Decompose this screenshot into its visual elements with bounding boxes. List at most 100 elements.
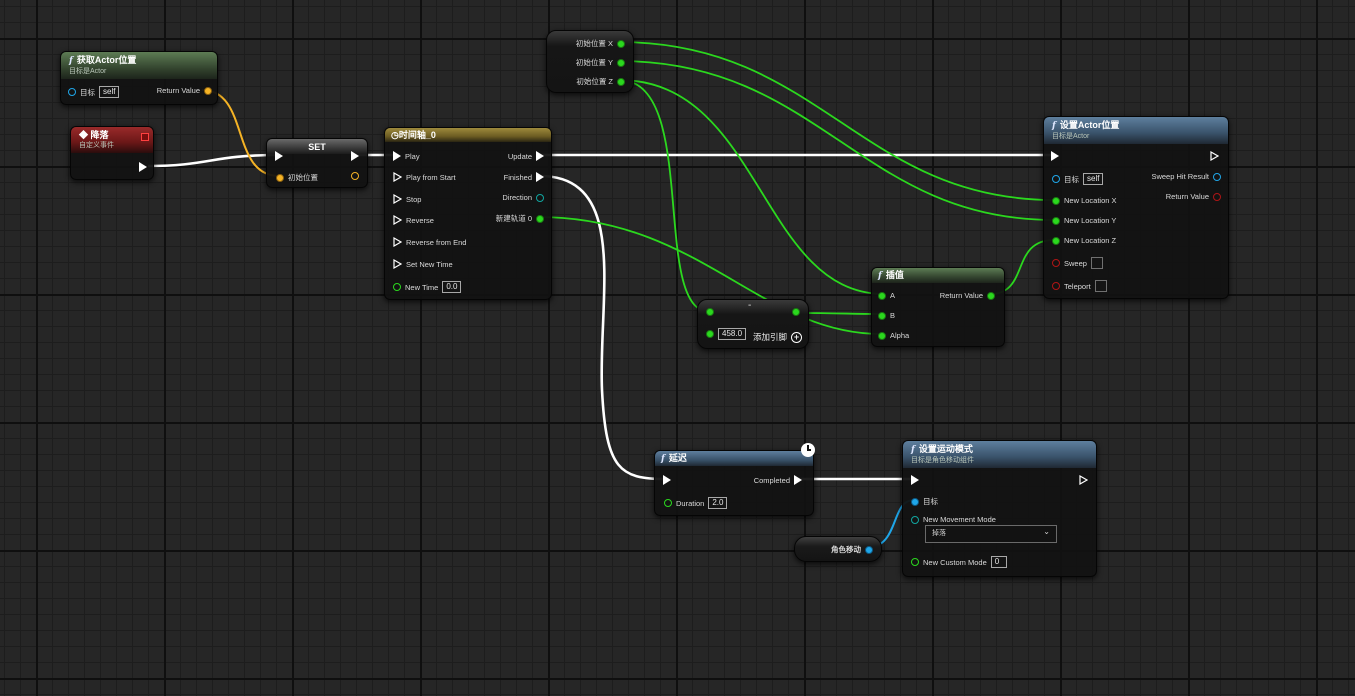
new-location-y-label: New Location Y bbox=[1064, 216, 1117, 225]
delegate-pin[interactable] bbox=[141, 133, 149, 141]
var-in-pin[interactable] bbox=[276, 173, 284, 182]
break-x-pin[interactable] bbox=[617, 39, 625, 48]
function-icon: f bbox=[661, 454, 665, 464]
return-value-pin[interactable] bbox=[204, 86, 212, 95]
lerp-a-pin[interactable] bbox=[878, 291, 886, 300]
update-label: Update bbox=[507, 151, 532, 161]
break-z-label: 初始位置 Z bbox=[576, 77, 613, 86]
subtract-out-pin[interactable] bbox=[792, 308, 800, 316]
teleport-pin[interactable] bbox=[1052, 282, 1060, 290]
target-pin[interactable] bbox=[68, 88, 76, 96]
custom-mode-field[interactable]: 0 bbox=[990, 556, 1007, 568]
float-wire bbox=[796, 312, 882, 315]
sweep-checkbox[interactable] bbox=[1090, 257, 1103, 269]
return-value-pin[interactable] bbox=[1213, 192, 1221, 201]
node-header: ◆ 降落 自定义事件 bbox=[71, 127, 153, 153]
exec-in-pin[interactable] bbox=[1051, 151, 1059, 161]
play-pin[interactable] bbox=[393, 151, 401, 161]
node-subtitle: 目标是Actor bbox=[1052, 133, 1090, 140]
sweep-hit-result-pin[interactable] bbox=[1213, 172, 1221, 181]
exec-out-pin[interactable] bbox=[1079, 474, 1089, 486]
subtract-b-field[interactable]: 458.0 bbox=[718, 328, 747, 340]
node-subtitle: 目标是Actor bbox=[69, 68, 107, 75]
reverse-pin[interactable] bbox=[393, 214, 403, 226]
lerp-a-label: A bbox=[890, 291, 896, 300]
finished-pin[interactable] bbox=[536, 172, 544, 182]
chevron-down-icon: ⌄ bbox=[1043, 527, 1050, 536]
target-value-field[interactable]: self bbox=[1083, 173, 1104, 185]
timeline-node[interactable]: ◷时间轴_0 Play Play from Start Stop Reverse… bbox=[384, 127, 552, 300]
exec-in-pin[interactable] bbox=[275, 151, 283, 161]
new-time-field[interactable]: 0.0 bbox=[442, 281, 462, 293]
character-movement-pin[interactable] bbox=[865, 545, 873, 554]
direction-label: Direction bbox=[502, 193, 532, 202]
character-movement-label: 角色移动 bbox=[831, 545, 861, 554]
new-location-z-pin[interactable] bbox=[1052, 236, 1060, 245]
node-title: 降落 bbox=[90, 130, 109, 140]
exec-in-pin[interactable] bbox=[911, 475, 919, 485]
lerp-b-pin[interactable] bbox=[878, 311, 886, 320]
exec-in-pin[interactable] bbox=[663, 475, 671, 485]
subtract-b-pin[interactable] bbox=[706, 330, 714, 338]
play-from-start-pin[interactable] bbox=[393, 171, 403, 183]
float-wire bbox=[618, 41, 1055, 201]
set-variable-node[interactable]: SET 初始位置 bbox=[266, 138, 368, 188]
reverse-from-end-pin[interactable] bbox=[393, 236, 403, 248]
completed-pin[interactable] bbox=[794, 475, 802, 485]
target-pin[interactable] bbox=[911, 497, 919, 506]
add-pin-button[interactable]: 添加引脚 + bbox=[753, 331, 803, 343]
subtract-a-pin[interactable] bbox=[706, 308, 714, 316]
node-title: 设置Actor位置 bbox=[1059, 120, 1120, 130]
node-header: SET bbox=[267, 139, 367, 154]
update-pin[interactable] bbox=[536, 151, 544, 161]
movement-mode-pin[interactable] bbox=[911, 515, 919, 524]
character-movement-node[interactable]: 角色移动 bbox=[794, 536, 882, 562]
break-y-pin[interactable] bbox=[617, 58, 625, 67]
exec-out-pin[interactable] bbox=[1210, 150, 1220, 162]
duration-field[interactable]: 2.0 bbox=[708, 497, 728, 509]
new-location-x-pin[interactable] bbox=[1052, 196, 1060, 205]
subtract-node[interactable]: - 458.0 添加引脚 + bbox=[697, 299, 809, 349]
custom-mode-pin[interactable] bbox=[911, 558, 919, 566]
add-pin-label: 添加引脚 bbox=[753, 332, 788, 342]
break-z-pin[interactable] bbox=[617, 77, 625, 86]
exec-out-pin[interactable] bbox=[351, 151, 359, 161]
set-new-time-pin[interactable] bbox=[393, 258, 403, 270]
lerp-alpha-pin[interactable] bbox=[878, 331, 886, 340]
new-time-pin[interactable] bbox=[393, 283, 401, 291]
return-value-label: Return Value bbox=[156, 86, 200, 95]
duration-pin[interactable] bbox=[664, 499, 672, 507]
target-value-field[interactable]: self bbox=[99, 86, 120, 98]
track-label: 新建轨道 0 bbox=[495, 214, 532, 223]
new-location-y-pin[interactable] bbox=[1052, 216, 1060, 225]
target-pin[interactable] bbox=[1052, 175, 1060, 183]
break-vector-node[interactable]: 初始位置 X 初始位置 Y 初始位置 Z bbox=[546, 30, 634, 93]
landed-event-node[interactable]: ◆ 降落 自定义事件 bbox=[70, 126, 154, 180]
lerp-return-pin[interactable] bbox=[987, 291, 995, 300]
function-icon: f bbox=[878, 271, 882, 281]
exec-out-pin[interactable] bbox=[139, 162, 147, 172]
target-label: 目标 bbox=[923, 497, 938, 506]
var-out-pin[interactable] bbox=[351, 172, 359, 180]
node-title: 延迟 bbox=[668, 453, 687, 463]
clock-icon bbox=[801, 443, 815, 457]
track-pin[interactable] bbox=[536, 214, 544, 223]
play-from-start-label: Play from Start bbox=[406, 172, 456, 182]
node-subtitle: 自定义事件 bbox=[79, 142, 114, 149]
movement-mode-dropdown[interactable]: 掉落 ⌄ bbox=[925, 525, 1057, 543]
sweep-pin[interactable] bbox=[1052, 259, 1060, 267]
duration-label: Duration bbox=[676, 498, 705, 508]
clock-small-icon: ◷ bbox=[391, 130, 399, 140]
teleport-checkbox[interactable] bbox=[1094, 280, 1107, 292]
direction-pin[interactable] bbox=[536, 193, 544, 202]
stop-pin[interactable] bbox=[393, 193, 403, 205]
movement-mode-label: New Movement Mode bbox=[923, 515, 996, 524]
node-title: SET bbox=[308, 142, 326, 152]
